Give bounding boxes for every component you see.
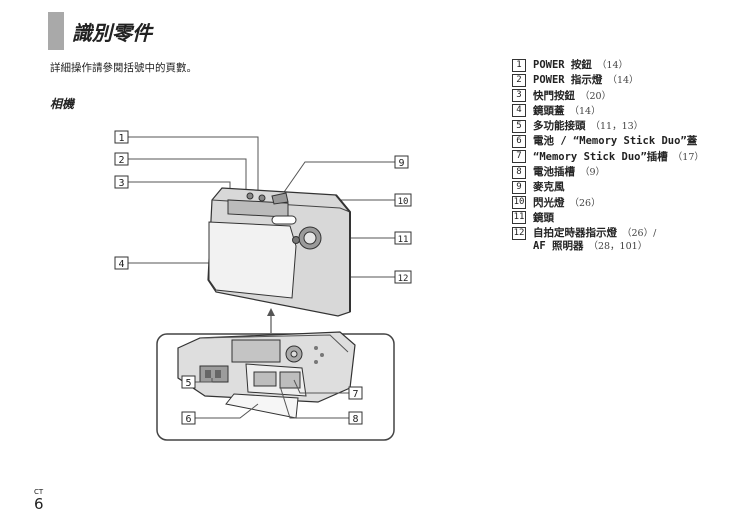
title-accent-bar xyxy=(48,12,64,50)
legend-pages: （17） xyxy=(672,151,704,163)
legend-label: “Memory Stick Duo”插槽 xyxy=(533,150,668,163)
legend-cont-pages: （28，101） xyxy=(588,241,648,253)
legend-item: 2 POWER 指示燈 （14） xyxy=(512,73,704,88)
callout-label-10: 10 xyxy=(398,197,409,207)
leader-line-8 xyxy=(279,385,349,419)
legend-num: 6 xyxy=(512,134,526,148)
callout-box-2 xyxy=(114,152,129,166)
callout-box-6 xyxy=(181,411,196,425)
leader-line-6 xyxy=(195,403,259,419)
legend-pages: （20） xyxy=(580,90,612,102)
legend-pages: （9） xyxy=(580,167,606,179)
camera-front-illustration xyxy=(207,187,351,317)
callout-label-9: 9 xyxy=(398,158,404,169)
legend-item: 4 鏡頭蓋 （14） xyxy=(512,104,704,119)
legend-item: 8 電池插槽 （9） xyxy=(512,165,704,180)
callout-box-11 xyxy=(394,231,412,245)
legend-label: POWER 按鈕 xyxy=(533,59,592,71)
legend-continuation: AF 照明器 （28，101） xyxy=(533,239,647,254)
legend-num: 12 xyxy=(512,226,526,240)
callout-label-12: 12 xyxy=(398,274,409,284)
legend-pages: （14） xyxy=(569,105,601,117)
leader-line-5 xyxy=(195,378,213,383)
legend-num: 5 xyxy=(512,119,526,133)
legend-pages: （26） xyxy=(569,197,601,209)
callout-box-1 xyxy=(114,130,129,144)
page-number: 6 xyxy=(34,495,44,513)
legend-num: 1 xyxy=(512,58,526,72)
legend-pages: （26）/ xyxy=(622,228,657,240)
legend-item: 11 鏡頭 xyxy=(512,211,704,226)
callout-box-3 xyxy=(114,175,129,189)
callout-label-8: 8 xyxy=(352,414,358,425)
legend-pages: （14） xyxy=(607,75,639,87)
leader-line-9 xyxy=(281,161,395,196)
callout-box-10 xyxy=(394,193,412,207)
legend-item: 1 POWER 按鈕 （14） xyxy=(512,58,704,73)
legend-num: 3 xyxy=(512,89,526,103)
page-language-code: CT xyxy=(34,488,44,496)
legend-label: POWER 指示燈 xyxy=(533,74,603,87)
legend-num: 2 xyxy=(512,73,526,87)
page-footer: CT 6 xyxy=(34,488,44,512)
legend-num: 7 xyxy=(512,150,526,164)
parts-legend: 1 POWER 按鈕 （14） 2 POWER 指示燈 （14） 3 快門按鈕 （20） 4… xyxy=(512,58,704,252)
legend-label: 電池 / “Memory Stick Duo”蓋 xyxy=(533,135,698,148)
legend-num: 10 xyxy=(512,196,526,210)
callout-box-8 xyxy=(348,411,363,425)
legend-pages: （14） xyxy=(596,60,629,71)
legend-num: 8 xyxy=(512,165,526,179)
legend-item: 7 “Memory Stick Duo”插槽 （17） xyxy=(512,150,704,165)
leader-line-2 xyxy=(128,158,247,203)
legend-item: 12 自拍定時器指示燈 （26）/ AF 照明器 （28，101） xyxy=(512,226,704,252)
section-title: 相機 xyxy=(50,97,75,111)
callout-label-4: 4 xyxy=(118,259,124,270)
legend-item: 3 快門按鈕 （20） xyxy=(512,89,704,104)
callout-label-3: 3 xyxy=(118,178,124,189)
legend-label: 鏡頭 xyxy=(533,211,554,224)
callout-box-9 xyxy=(394,155,409,169)
legend-item: 9 麥克風 xyxy=(512,180,704,195)
callout-label-1: 1 xyxy=(118,133,124,144)
legend-label: 快門按鈕 xyxy=(533,89,575,102)
legend-label: 鏡頭蓋 xyxy=(533,104,565,117)
callout-label-6: 6 xyxy=(185,414,191,425)
callout-label-11: 11 xyxy=(398,235,409,245)
legend-item: 10 閃光燈 （26） xyxy=(512,196,704,211)
callout-label-7: 7 xyxy=(352,389,358,400)
callout-box-4 xyxy=(114,256,129,270)
callout-label-5: 5 xyxy=(185,378,191,389)
legend-item: 6 電池 / “Memory Stick Duo”蓋 xyxy=(512,134,704,149)
intro-text: 詳細操作請參閱括號中的頁數。 xyxy=(50,62,197,74)
legend-item: 5 多功能接頭 （11，13） xyxy=(512,119,704,134)
callout-box-5 xyxy=(181,375,196,389)
page-title: 識別零件 xyxy=(72,21,152,45)
leader-line-1 xyxy=(128,136,259,203)
legend-label: 自拍定時器指示燈 xyxy=(533,227,617,240)
legend-num: 11 xyxy=(512,211,526,225)
legend-label: 多功能接頭 xyxy=(533,120,586,133)
legend-label: 閃光燈 xyxy=(533,196,565,209)
legend-pages: （11，13） xyxy=(590,121,644,133)
leader-line-7 xyxy=(293,379,349,394)
bottom-view-frame xyxy=(156,333,395,441)
callout-label-2: 2 xyxy=(118,155,124,166)
legend-label: 電池插槽 xyxy=(533,166,575,179)
callout-box-7 xyxy=(348,386,363,400)
legend-label: 麥克風 xyxy=(533,181,565,194)
legend-cont-label: AF 照明器 xyxy=(533,240,584,253)
legend-num: 4 xyxy=(512,104,526,118)
arrow-head-icon xyxy=(267,308,275,316)
legend-num: 9 xyxy=(512,180,526,194)
camera-bottom-illustration xyxy=(177,331,356,419)
callout-box-12 xyxy=(394,270,412,284)
